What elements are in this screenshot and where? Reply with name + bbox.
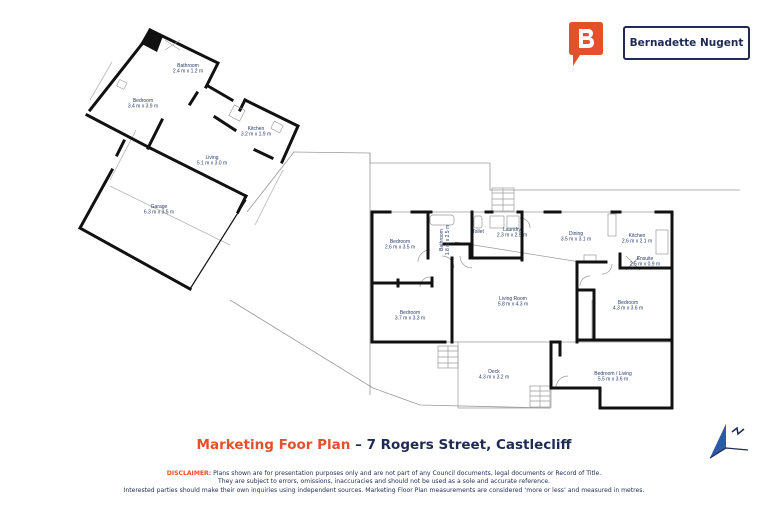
north-arrow-icon xyxy=(709,424,749,459)
room-label-toilet: Toilet xyxy=(472,229,484,235)
disclaimer-line-2: They are subject to errors, omissions, i… xyxy=(217,478,551,486)
title-separator: – xyxy=(350,437,367,453)
disclaimer-line-3: Interested parties should make their own… xyxy=(123,486,645,494)
b-speech-bubble-icon xyxy=(569,22,603,66)
disclaimer-label: DISCLAIMER: xyxy=(166,470,212,477)
title-address: 7 Rogers Street, Castlecliff xyxy=(366,437,572,453)
disclaimer-line-1: DISCLAIMER: Plans shown are for presenta… xyxy=(166,470,602,477)
room-label-bathroom: Bathroom1.8 m x 2.5 m xyxy=(439,225,451,255)
brand-name-box: Bernadette Nugent xyxy=(623,26,750,60)
title-label: Marketing Foor Plan xyxy=(196,437,351,453)
site-boundary xyxy=(229,151,740,409)
brand-name: Bernadette Nugent xyxy=(629,37,744,49)
disclaimer: DISCLAIMER: Plans shown are for presenta… xyxy=(0,470,768,495)
page-title: Marketing Foor Plan – 7 Rogers Street, C… xyxy=(0,437,768,453)
